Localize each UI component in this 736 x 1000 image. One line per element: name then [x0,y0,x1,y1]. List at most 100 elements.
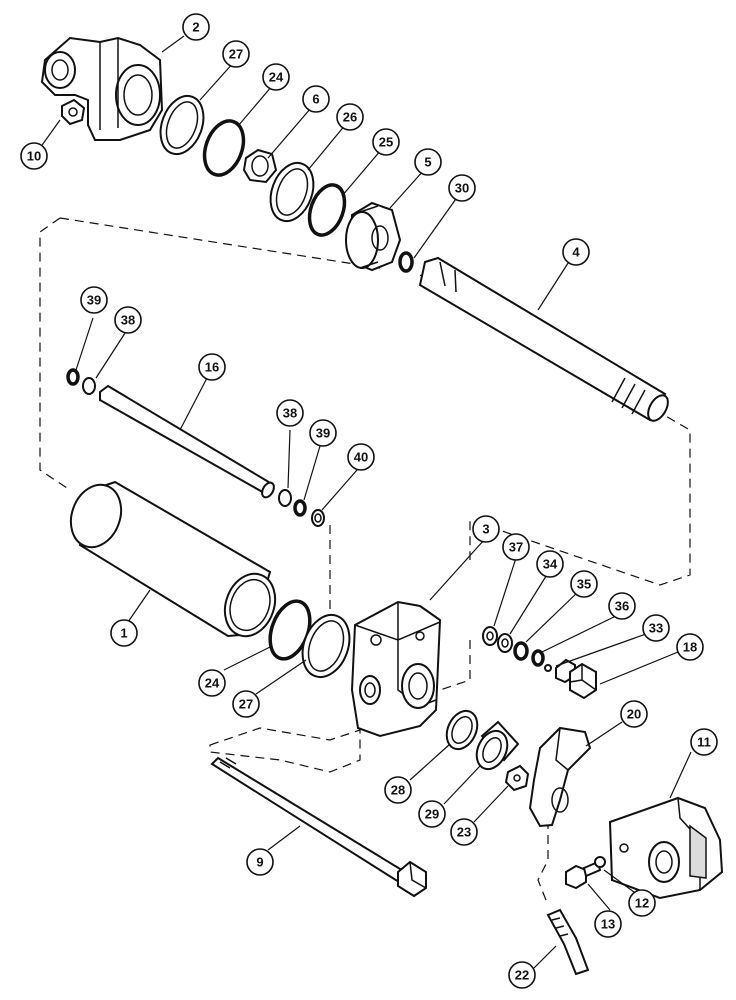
svg-text:28: 28 [391,783,405,798]
svg-text:27: 27 [229,47,243,62]
part-24-o-ring [202,119,246,177]
svg-text:33: 33 [649,621,663,636]
svg-text:24: 24 [205,676,220,691]
callout-24: 24 [262,63,290,91]
part-29-bushing [475,720,520,771]
svg-text:26: 26 [343,110,357,125]
part-39-ring-left [66,368,80,386]
callout-29: 29 [418,800,446,828]
svg-text:37: 37 [509,540,523,555]
callout-38: 38 [114,306,142,334]
callout-3: 3 [472,515,500,543]
callout-40: 40 [347,443,375,471]
part-22-grease-fitting [546,908,590,976]
svg-text:18: 18 [683,640,697,655]
svg-text:38: 38 [283,406,297,421]
callout-28: 28 [384,776,412,804]
callout-5: 5 [414,148,442,176]
part-20-clamp [528,726,592,828]
part-9-tie-rod [210,756,427,898]
part-1-cylinder-barrel [69,480,277,638]
part-38-ring-left [82,377,96,395]
part-27-backup-ring-lower [301,614,351,678]
part-26-backup-ring [269,161,315,223]
callout-35: 35 [570,570,598,598]
svg-text:30: 30 [455,181,469,196]
part-37-washer [482,626,498,646]
callout-1: 1 [110,619,138,647]
svg-text:27: 27 [239,697,253,712]
callout-10: 10 [20,142,48,170]
callout-33: 33 [642,614,670,642]
part-23-square-nut [504,764,530,792]
callout-39-right: 39 [309,419,337,447]
svg-text:39: 39 [316,426,330,441]
svg-text:20: 20 [627,707,641,722]
svg-text:2: 2 [192,20,199,35]
svg-text:36: 36 [615,599,629,614]
svg-text:23: 23 [457,825,471,840]
svg-text:25: 25 [379,135,393,150]
callout-39: 39 [80,286,108,314]
svg-text:34: 34 [543,557,558,572]
part-3-end-cap [350,600,442,738]
svg-text:10: 10 [27,149,41,164]
callout-22: 22 [508,961,536,989]
part-25-o-ring [307,183,347,237]
callout-30: 30 [448,174,476,202]
callout-2: 2 [182,13,210,41]
tie-rod-dashed-outline [209,727,361,773]
callout-13: 13 [594,910,622,938]
callout-27: 27 [222,40,250,68]
callout-11: 11 [690,728,718,756]
callout-4: 4 [562,238,590,266]
part-33-ball [544,664,552,672]
svg-text:4: 4 [572,245,580,260]
svg-text:29: 29 [425,807,439,822]
svg-text:40: 40 [354,450,368,465]
part-39-ring-right [293,499,307,517]
callout-9: 9 [246,848,274,876]
callout-26: 26 [336,103,364,131]
leader-lines [39,35,692,969]
svg-text:6: 6 [312,92,319,107]
part-40-ring [311,509,325,527]
svg-text:38: 38 [121,313,135,328]
callout-27-lower: 27 [232,690,260,718]
svg-text:12: 12 [635,896,649,911]
grease-fitting-dashed-outline [537,820,549,906]
assembly-dashed-outline [39,217,691,691]
callout-38-right: 38 [276,399,304,427]
callout-34: 34 [536,550,564,578]
svg-text:16: 16 [205,360,219,375]
svg-text:13: 13 [601,917,615,932]
part-11-clevis [608,796,724,900]
svg-text:9: 9 [256,855,263,870]
svg-text:1: 1 [120,626,127,641]
svg-text:3: 3 [482,522,489,537]
callout-20: 20 [620,700,648,728]
part-27-backup-ring [159,94,205,156]
part-38-ring-right [278,489,292,507]
svg-text:22: 22 [515,968,529,983]
part-12-washer [594,856,606,868]
svg-text:5: 5 [424,155,431,170]
part-2-end-cap [40,36,164,141]
part-16-tube [99,384,275,499]
callout-37: 37 [502,533,530,561]
svg-text:11: 11 [697,735,711,750]
part-28-bushing [445,709,479,751]
part-18-plug [555,658,597,700]
callout-23: 23 [450,818,478,846]
part-35-o-ring [513,641,529,661]
part-36-o-ring [531,649,545,667]
callout-12: 12 [628,889,656,917]
part-13-bolt [565,860,602,890]
svg-text:35: 35 [577,577,591,592]
callout-6: 6 [302,85,330,113]
part-30-o-ring [398,251,414,273]
callout-25: 25 [372,128,400,156]
part-34-washer [497,633,513,653]
